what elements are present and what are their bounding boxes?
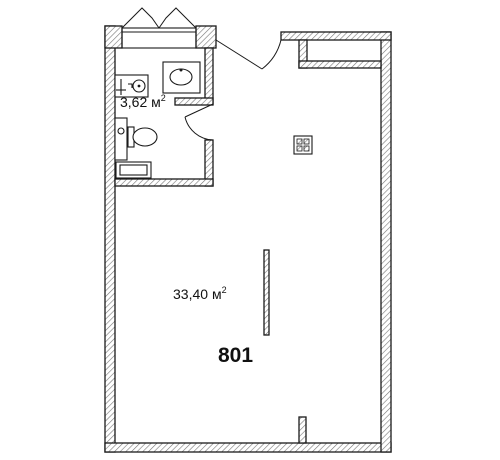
bathroom-wall-right-upper <box>204 47 214 105</box>
toilet-icon <box>127 126 158 148</box>
bathroom-wall-middle <box>174 97 214 106</box>
window-icon <box>121 7 197 29</box>
bottom-wall <box>104 442 392 453</box>
bathroom-wall-bottom <box>114 178 214 187</box>
entrance-door[interactable] <box>215 39 282 70</box>
washing-machine-icon <box>115 161 152 179</box>
ventilation-shaft-icon <box>293 135 313 155</box>
right-wall <box>380 31 392 453</box>
bathroom-walls <box>114 47 214 187</box>
door-swing-icon <box>261 39 282 70</box>
top-wall-middle <box>195 25 217 49</box>
left-wall <box>104 25 116 453</box>
bottom-stub-wall <box>298 416 307 444</box>
unit-number: 801 <box>218 344 253 367</box>
main-room-area-label: 33,40 м2 <box>173 285 227 302</box>
bathroom-area-label: 3,62 м2 <box>120 93 166 110</box>
bathroom-door-leaf <box>184 103 214 118</box>
washbasin-icon <box>162 61 201 94</box>
bathtub-icon <box>114 117 128 161</box>
partition-wall <box>263 249 270 336</box>
niche-bottom-wall <box>298 60 382 69</box>
door-swing-icon <box>184 116 214 141</box>
bathroom-door[interactable] <box>184 103 214 141</box>
top-wall-right <box>280 31 392 41</box>
shower-icon <box>114 74 149 98</box>
top-window <box>121 7 197 49</box>
exterior-walls <box>104 25 392 453</box>
window-frame <box>121 27 197 49</box>
entrance-door-leaf <box>215 39 263 70</box>
top-wall-left <box>104 25 123 49</box>
